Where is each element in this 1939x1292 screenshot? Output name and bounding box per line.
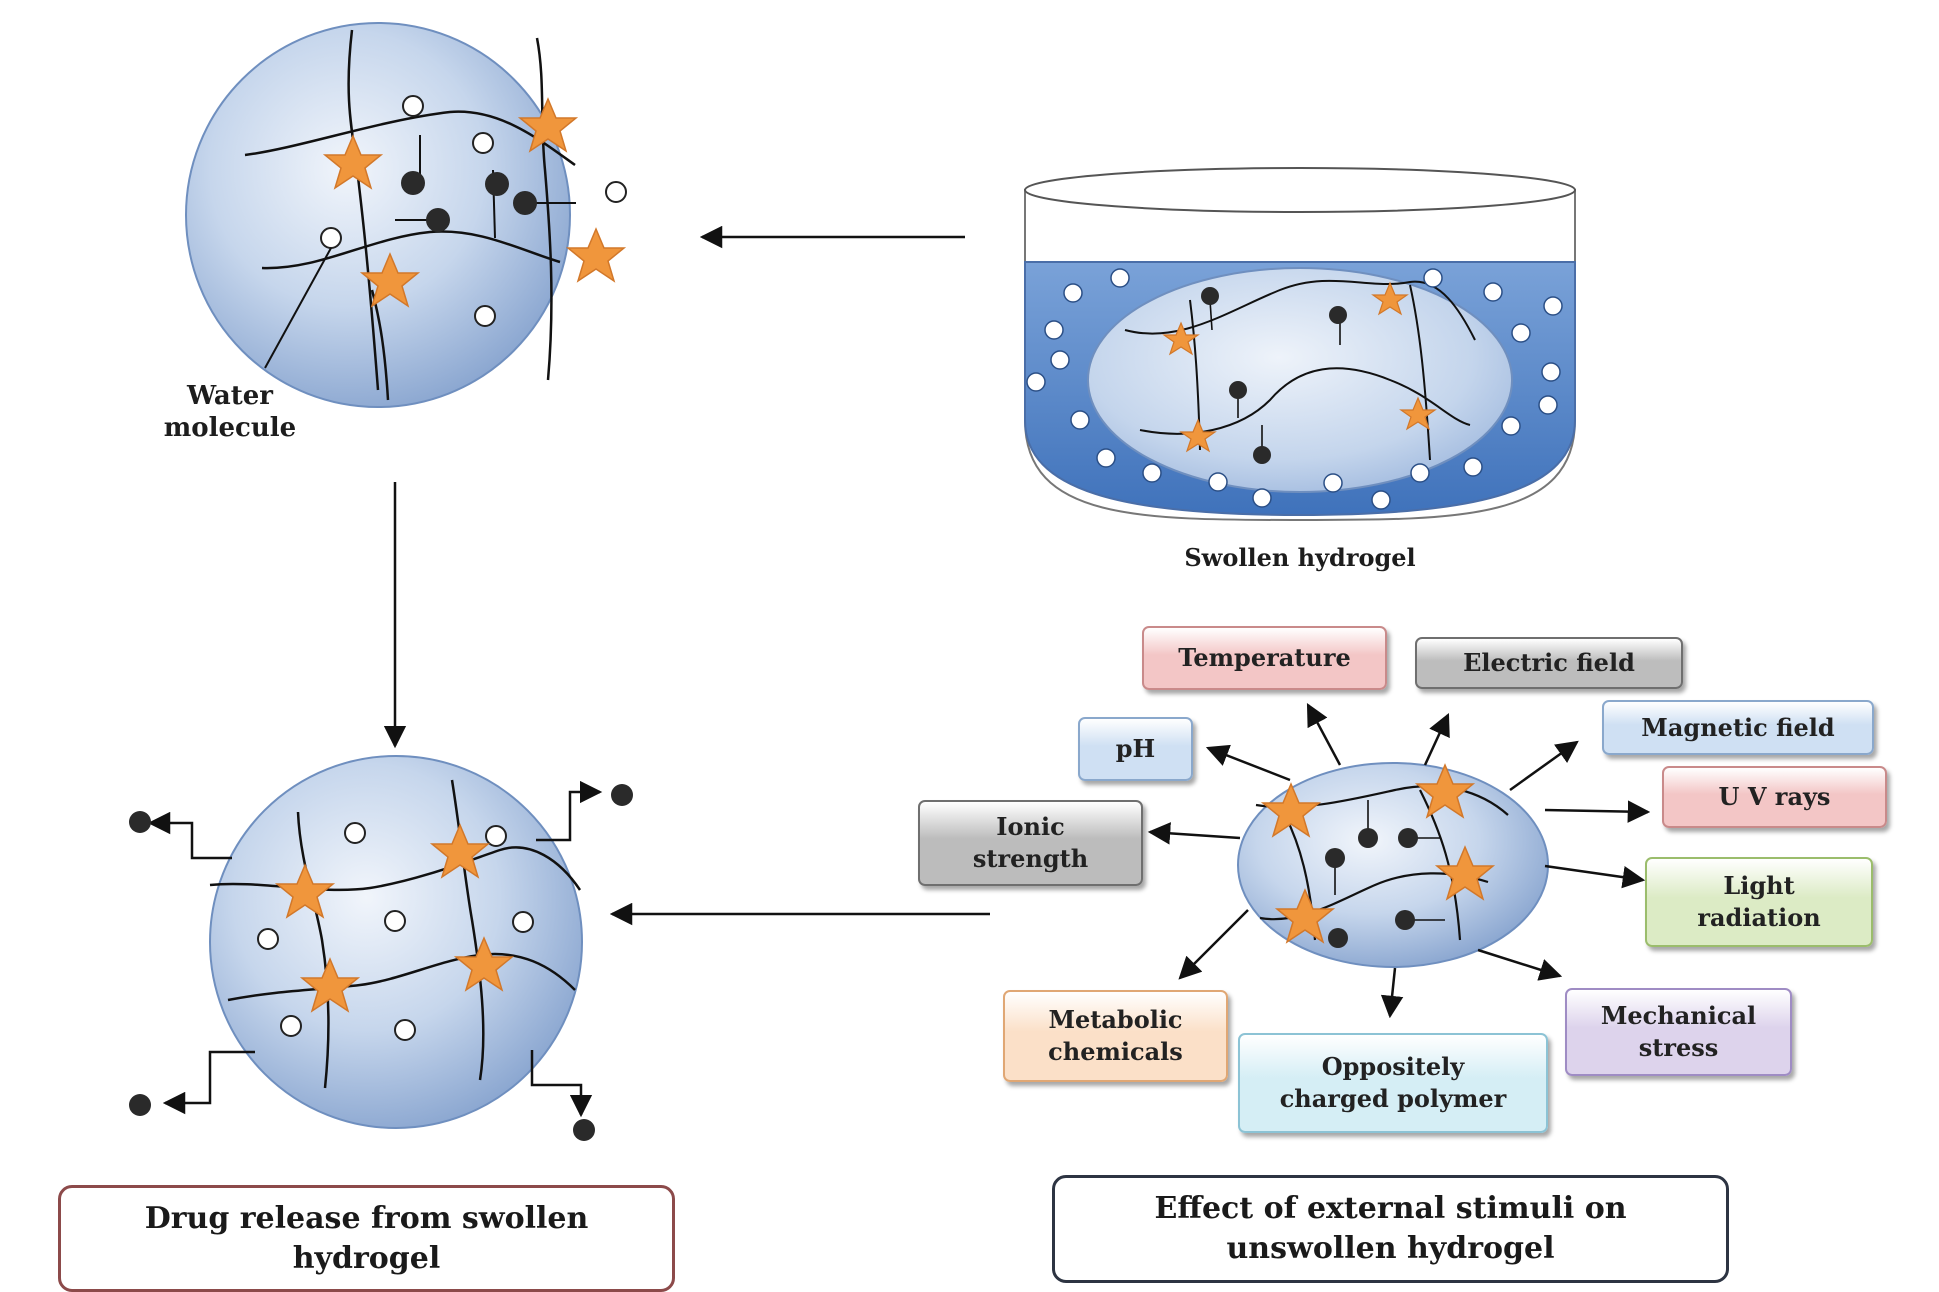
stimulus-light-radiation: Light radiation xyxy=(1645,857,1873,947)
external-stimuli-caption: Effect of external stimuli on unswollen … xyxy=(1052,1175,1729,1283)
beaker-icon xyxy=(1024,167,1576,521)
stimulus-magnetic-field: Magnetic field xyxy=(1602,700,1874,755)
stimulus-ph: pH xyxy=(1078,717,1193,781)
swollen-network-sphere-top xyxy=(185,22,627,408)
stimulus-mechanical-stress: Mechanical stress xyxy=(1565,988,1792,1076)
stimulus-arrows xyxy=(1147,703,1651,1019)
stimulus-oppositely-charged-polymer: Oppositely charged polymer xyxy=(1238,1033,1548,1133)
unswollen-hydrogel-sphere xyxy=(1237,762,1549,968)
swollen-hydrogel-label: Swollen hydrogel xyxy=(1184,543,1416,572)
water-molecule-label: Water molecule xyxy=(163,381,297,443)
drug-release-sphere xyxy=(129,755,633,1141)
stimulus-ionic-strength: Ionic strength xyxy=(918,800,1143,886)
stimulus-uv-rays: U V rays xyxy=(1662,766,1887,828)
drug-release-caption: Drug release from swollen hydrogel xyxy=(58,1185,675,1292)
stimulus-temperature: Temperature xyxy=(1142,626,1387,690)
stimulus-metabolic-chemicals: Metabolic chemicals xyxy=(1003,990,1228,1082)
stimulus-electric-field: Electric field xyxy=(1415,637,1683,689)
